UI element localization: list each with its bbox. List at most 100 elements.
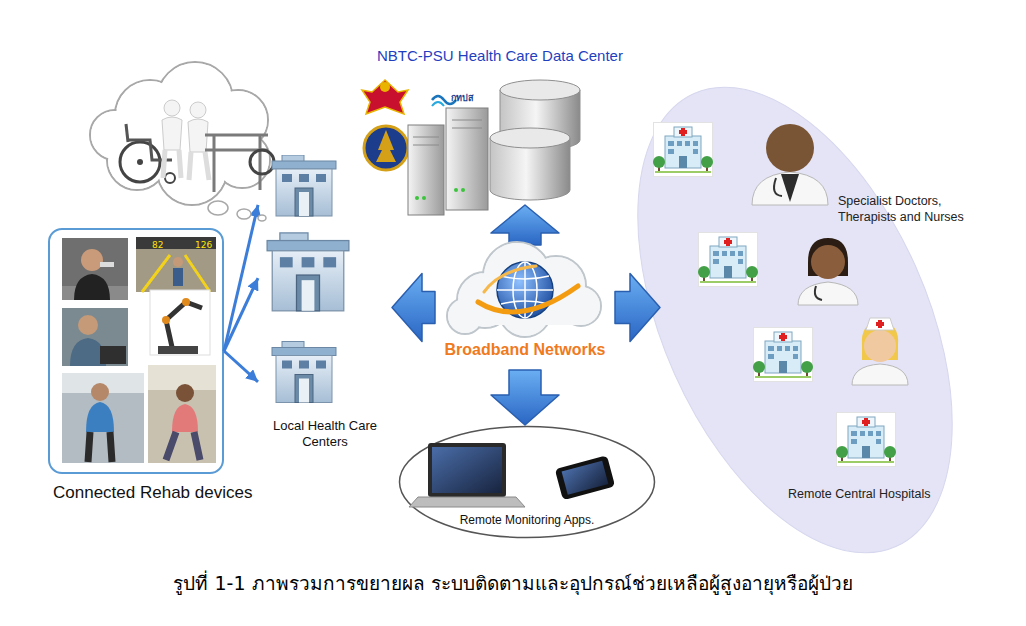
- doctor-figure: [808, 238, 848, 276]
- rehab-photo: [62, 238, 128, 300]
- thought-cloud: [258, 215, 266, 221]
- flow-arrow: [224, 205, 258, 382]
- globe-icon: [561, 286, 601, 326]
- nurse-figure: [876, 322, 884, 326]
- logo-text: กทปส: [451, 91, 473, 105]
- thought-cloud: [115, 80, 185, 150]
- globe-icon: [501, 276, 549, 304]
- nurse-figure: [878, 320, 882, 328]
- rehab-photo: [86, 402, 114, 432]
- rehab-photo: [100, 262, 114, 267]
- rehab-photo: [166, 432, 200, 460]
- globe-icon: [524, 262, 526, 318]
- globe-icon: [458, 273, 512, 327]
- rehab-photo: [162, 316, 170, 324]
- hospital-icon: [753, 328, 813, 382]
- rehab-photo: [62, 237, 216, 463]
- figure-caption: รูปที่ 1-1 ภาพรวมการขยายผล ระบบติดตามและ…: [0, 568, 1026, 598]
- doctor-figure: [752, 124, 858, 305]
- hospital-group: Specialist Doctors, Therapists and Nurse…: [660, 80, 1000, 560]
- node-text: Remote Central Hospitals: [788, 487, 968, 501]
- emblem-logo: [380, 82, 390, 92]
- node-text: Connected Rehab devices: [53, 483, 277, 503]
- building-icon: [267, 155, 349, 403]
- node-outline: [574, 40, 1017, 600]
- group-frame: [48, 228, 224, 474]
- hospital-icon: [653, 123, 896, 467]
- doctor-figure: [766, 124, 814, 172]
- rehab-photo: [166, 302, 202, 347]
- laptop-icon: [432, 447, 502, 493]
- thought-cloud: [162, 117, 182, 150]
- rehab-photo: [62, 308, 128, 366]
- thought-cloud: [163, 150, 181, 178]
- emblem-logo: [364, 126, 408, 170]
- thought-cloud: [214, 132, 270, 188]
- server-rack: [454, 188, 458, 192]
- flow-arrow: [224, 351, 258, 382]
- flow-arrow: [224, 205, 258, 351]
- node-text: Local Health Care Centers: [261, 418, 389, 450]
- server-rack: [452, 128, 482, 129]
- thought-cloud: [90, 110, 140, 160]
- rehab-photo: [62, 286, 128, 300]
- thought-cloud: [164, 100, 180, 116]
- server-rack: [452, 120, 482, 121]
- nurse-figure: [852, 364, 908, 385]
- globe-icon: [526, 256, 586, 316]
- building-icon: [267, 233, 349, 311]
- health-center-group: Local Health Care Centers: [258, 150, 392, 455]
- globe-icon: [562, 287, 600, 325]
- hospital-icon: [698, 233, 758, 287]
- thought-cloud: [157, 62, 233, 138]
- globe-icon: [527, 257, 585, 315]
- thought-cloud: [189, 152, 209, 180]
- rehab-photo: [148, 365, 216, 463]
- globe-icon: [499, 285, 551, 337]
- doctor-figure: [781, 174, 799, 202]
- node-text: Remote Monitoring Apps.: [398, 513, 656, 527]
- rehab-photo: [173, 257, 183, 267]
- rehab-photo: [142, 255, 210, 292]
- thought-cloud: [208, 201, 228, 215]
- flow-arrow: [392, 274, 435, 342]
- thought-cloud: [214, 135, 260, 192]
- server-rack: [415, 196, 419, 200]
- server-rack: [413, 145, 439, 146]
- rehab-photo: [88, 432, 112, 462]
- database-cylinder: [490, 138, 570, 200]
- thought-cloud: [90, 62, 274, 221]
- globe-icon: [457, 272, 513, 328]
- globe-icon: [484, 266, 536, 292]
- thought-cloud: [108, 131, 166, 189]
- database-cylinder: [490, 128, 570, 148]
- server-rack: [408, 108, 488, 215]
- emblem-logo: [362, 80, 456, 170]
- rehab-photo: [173, 268, 183, 286]
- screen-number: 126: [195, 240, 212, 250]
- database-cylinder: [500, 80, 580, 100]
- rehab-photo: [100, 346, 126, 364]
- thought-cloud: [215, 133, 269, 187]
- thought-cloud: [137, 159, 143, 165]
- rehab-photo: [62, 373, 144, 463]
- doctor-figure: [752, 172, 828, 205]
- laptop-icon: [428, 443, 506, 497]
- thought-cloud: [116, 81, 184, 149]
- node-text: Specialist Doctors, Therapists and Nurse…: [838, 193, 990, 225]
- thought-cloud: [91, 111, 139, 159]
- node-text: NBTC-PSU Health Care Data Center: [340, 47, 660, 64]
- thought-cloud: [158, 63, 232, 137]
- rehab-photo: [172, 404, 198, 432]
- server-rack: [446, 108, 488, 210]
- server-rack: [422, 196, 426, 200]
- thought-cloud: [157, 135, 227, 205]
- nurse-figure: [866, 318, 894, 330]
- globe-icon: [447, 242, 601, 337]
- rehab-photo: [78, 315, 98, 335]
- thought-cloud: [205, 135, 268, 150]
- rehab-photo: [74, 274, 110, 300]
- rehab-photo: [91, 383, 109, 401]
- thought-cloud: [165, 173, 175, 183]
